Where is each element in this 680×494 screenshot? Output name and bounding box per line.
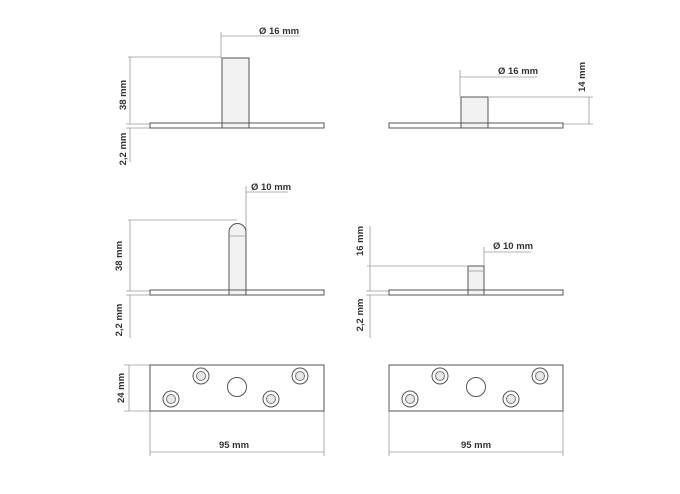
mounting-hole-inner xyxy=(535,371,545,381)
diameter-label: Ø 16 mm xyxy=(259,26,299,37)
center-hole xyxy=(466,377,486,397)
thickness-label: 2,2 mm xyxy=(114,304,125,337)
height-label: 38 mm xyxy=(118,80,129,110)
view-middle-right: Ø 10 mm 16 mm 2,2 mm xyxy=(355,226,564,338)
pin-collar xyxy=(467,289,485,296)
view-bottom-right: 95 mm xyxy=(388,364,564,456)
view-middle-left: Ø 10 mm 38 mm 2,2 mm xyxy=(114,182,325,338)
diameter-label: Ø 16 mm xyxy=(498,66,538,77)
diameter-label: Ø 10 mm xyxy=(493,241,533,252)
thickness-label: 2,2 mm xyxy=(355,299,366,332)
mounting-hole-inner xyxy=(196,371,206,381)
height-label: 14 mm xyxy=(577,62,588,92)
thickness-label: 2,2 mm xyxy=(118,133,129,166)
view-bottom-left: 24 mm 95 mm xyxy=(116,364,325,456)
center-hole xyxy=(227,377,247,397)
mounting-hole-inner xyxy=(506,394,516,404)
plate-height-label: 24 mm xyxy=(116,373,127,403)
pin xyxy=(460,96,489,124)
diameter-label: Ø 10 mm xyxy=(251,182,291,193)
mounting-hole-inner xyxy=(266,394,276,404)
pin-collar xyxy=(228,289,247,296)
pin xyxy=(221,57,250,124)
mounting-hole-inner xyxy=(166,394,176,404)
pin-rounded xyxy=(228,223,247,291)
mounting-hole-inner xyxy=(405,394,415,404)
view-top-left: Ø 16 mm 38 mm 2,2 mm xyxy=(118,26,325,166)
pin-collar xyxy=(460,122,489,129)
mounting-hole-inner xyxy=(435,371,445,381)
height-label: 16 mm xyxy=(355,226,366,256)
plate-width-label: 95 mm xyxy=(461,440,491,451)
view-top-right: Ø 16 mm 14 mm xyxy=(388,62,593,129)
height-label: 38 mm xyxy=(114,241,125,271)
pin xyxy=(467,265,485,291)
mounting-hole-inner xyxy=(295,371,305,381)
pin-collar xyxy=(221,122,250,129)
plate-width-label: 95 mm xyxy=(219,440,249,451)
